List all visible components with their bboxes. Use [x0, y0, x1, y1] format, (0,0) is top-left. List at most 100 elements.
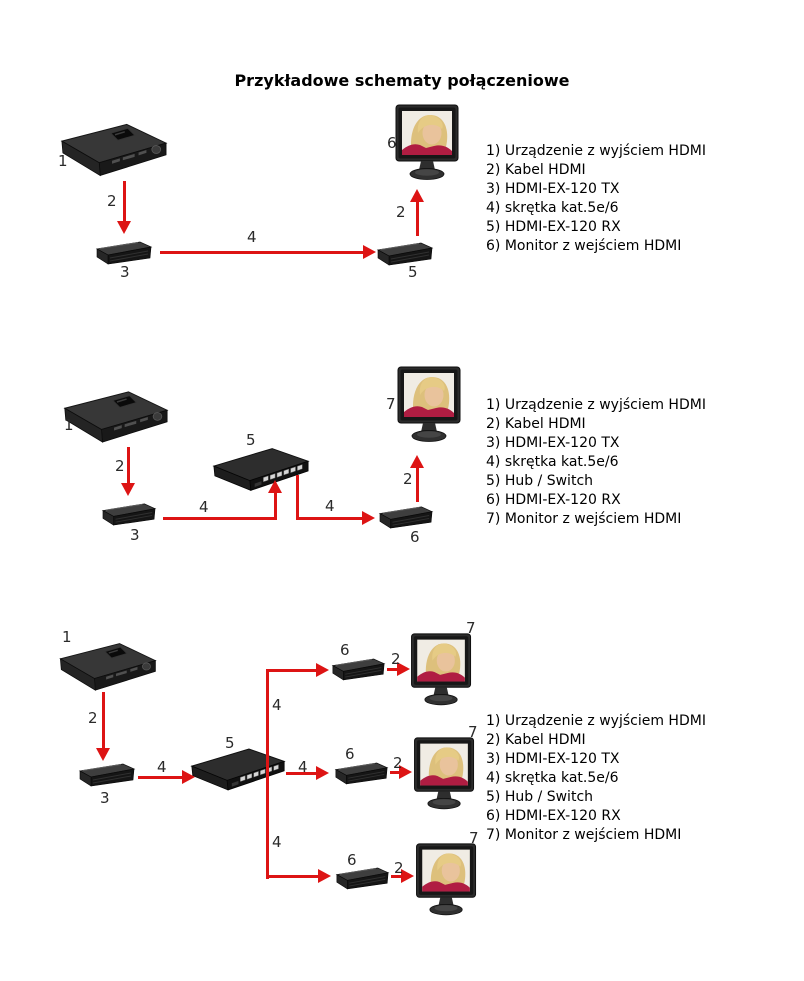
hdmi-extender-tx-icon [94, 238, 154, 266]
monitor-icon [394, 101, 462, 189]
page-title: Przykładowe schematy połączeniowe [234, 71, 570, 90]
arrow-utp-cable [266, 875, 320, 878]
number-label: 4 [272, 833, 282, 851]
arrow-head [117, 221, 131, 234]
legend-item: 1) Urządzenie z wyjściem HDMI [486, 713, 706, 729]
number-label: 4 [199, 498, 209, 516]
number-label: 3 [100, 789, 110, 807]
number-label: 4 [247, 228, 257, 246]
monitor-icon [396, 363, 464, 451]
legend-item: 7) Monitor z wejściem HDMI [486, 511, 682, 527]
arrow-hdmi-cable [416, 462, 419, 502]
arrow-utp-cable [163, 517, 277, 520]
monitor-icon [414, 842, 480, 922]
hdmi-extender-rx-icon [334, 864, 391, 891]
number-label: 6 [340, 641, 350, 659]
dvr-icon [56, 120, 170, 178]
arrow-utp-cable [296, 475, 299, 519]
number-label: 5 [408, 263, 418, 281]
arrow-utp-cable [266, 669, 318, 672]
arrow-head [96, 748, 110, 761]
number-label: 2 [403, 470, 413, 488]
number-label: 4 [272, 696, 282, 714]
legend-item: 2) Kabel HDMI [486, 162, 586, 178]
legend-item: 5) Hub / Switch [486, 789, 594, 805]
legend-item: 5) HDMI-EX-120 RX [486, 219, 621, 235]
legend-item: 4) skrętka kat.5e/6 [486, 454, 619, 470]
monitor-icon [409, 632, 475, 712]
monitor-icon [412, 736, 478, 816]
arrow-hdmi-cable [390, 771, 402, 774]
arrow-hdmi-cable [416, 196, 419, 236]
utp-trunk-line [266, 671, 269, 879]
number-label: 7 [468, 723, 478, 741]
legend-item: 2) Kabel HDMI [486, 732, 586, 748]
arrow-head [316, 663, 329, 677]
number-label: 1 [64, 416, 74, 434]
legend-item: 6) Monitor z wejściem HDMI [486, 238, 682, 254]
arrow-utp-cable [160, 251, 365, 254]
number-label: 2 [396, 203, 406, 221]
number-label: 7 [469, 829, 479, 847]
legend-item: 6) HDMI-EX-120 RX [486, 492, 621, 508]
arrow-head [268, 480, 282, 493]
arrow-utp-cable [138, 776, 184, 779]
arrow-utp-cable [286, 772, 318, 775]
number-label: 1 [62, 628, 72, 646]
number-label: 7 [466, 619, 476, 637]
arrow-head [410, 189, 424, 202]
arrow-hdmi-cable [123, 181, 126, 223]
arrow-head [363, 245, 376, 259]
number-label: 1 [58, 152, 68, 170]
arrow-hdmi-cable [127, 447, 130, 485]
arrow-head [318, 869, 331, 883]
legend-item: 7) Monitor z wejściem HDMI [486, 827, 682, 843]
hdmi-extender-tx-icon [77, 760, 137, 788]
legend-diagram3: 1) Urządzenie z wyjściem HDMI 2) Kabel H… [486, 712, 706, 845]
arrow-head [397, 662, 410, 676]
hdmi-extender-tx-icon [100, 500, 158, 527]
arrow-hdmi-cable [391, 875, 404, 878]
number-label: 6 [347, 851, 357, 869]
number-label: 5 [225, 734, 235, 752]
arrow-head [410, 455, 424, 468]
network-switch-icon [188, 745, 288, 793]
dvr-icon [58, 388, 172, 444]
number-label: 6 [410, 528, 420, 546]
dvr-icon [52, 640, 162, 692]
arrow-head [182, 770, 195, 784]
number-label: 2 [393, 754, 403, 772]
number-label: 7 [386, 395, 396, 413]
arrow-head [316, 766, 329, 780]
legend-item: 6) HDMI-EX-120 RX [486, 808, 621, 824]
number-label: 2 [107, 192, 117, 210]
arrow-hdmi-cable [102, 692, 105, 750]
number-label: 4 [325, 497, 335, 515]
legend-diagram2: 1) Urządzenie z wyjściem HDMI 2) Kabel H… [486, 396, 706, 529]
number-label: 3 [120, 263, 130, 281]
number-label: 6 [345, 745, 355, 763]
arrow-hdmi-cable [387, 668, 400, 671]
arrow-head [399, 765, 412, 779]
legend-item: 2) Kabel HDMI [486, 416, 586, 432]
number-label: 2 [88, 709, 98, 727]
arrow-utp-cable [296, 517, 364, 520]
legend-item: 3) HDMI-EX-120 TX [486, 181, 620, 197]
arrow-utp-cable [274, 490, 277, 519]
number-label: 3 [130, 526, 140, 544]
number-label: 2 [391, 650, 401, 668]
number-label: 4 [157, 758, 167, 776]
number-label: 6 [387, 134, 397, 152]
legend-item: 3) HDMI-EX-120 TX [486, 751, 620, 767]
number-label: 2 [115, 457, 125, 475]
number-label: 5 [246, 431, 256, 449]
hdmi-extender-rx-icon [377, 503, 435, 530]
arrow-head [401, 869, 414, 883]
legend-item: 1) Urządzenie z wyjściem HDMI [486, 397, 706, 413]
arrow-head [362, 511, 375, 525]
legend-item: 4) skrętka kat.5e/6 [486, 770, 619, 786]
legend-item: 4) skrętka kat.5e/6 [486, 200, 619, 216]
legend-item: 3) HDMI-EX-120 TX [486, 435, 620, 451]
legend-item: 5) Hub / Switch [486, 473, 594, 489]
